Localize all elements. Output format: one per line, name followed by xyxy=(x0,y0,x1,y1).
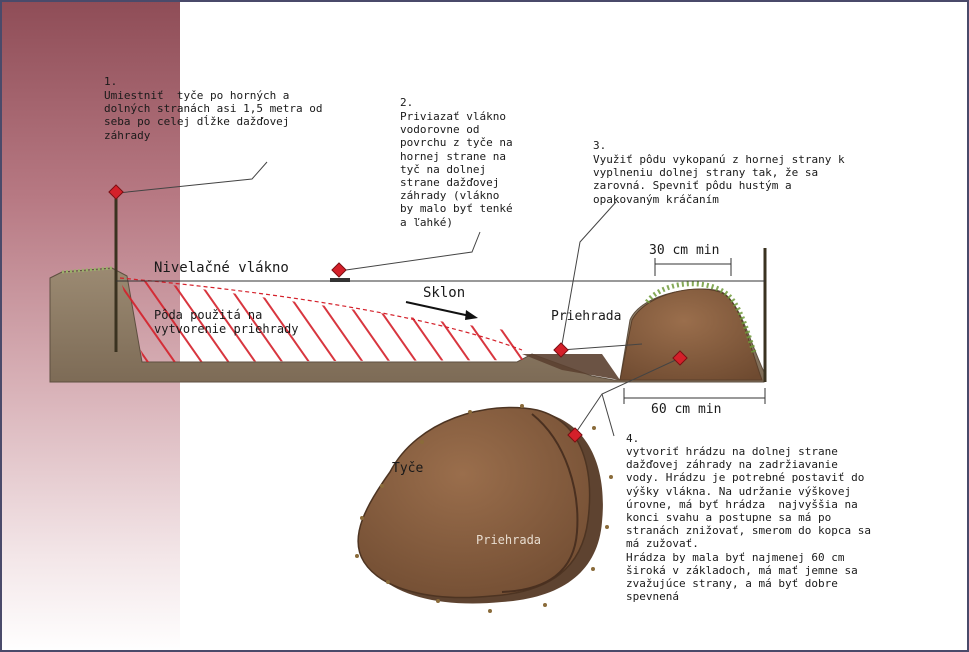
leader-4b xyxy=(601,393,615,437)
plan-stake-dots xyxy=(355,404,613,613)
step-3-text: Využiť pôdu vykopanú z hornej strany k v… xyxy=(593,153,845,206)
width-top-label: 30 cm min xyxy=(649,243,720,258)
slope-arrow xyxy=(405,301,471,317)
width-base-label: 60 cm min xyxy=(651,402,722,417)
slope-label: Sklon xyxy=(423,285,466,301)
step-1-text: Umiestniť tyče po horných a dolných stra… xyxy=(104,89,323,142)
grass-left xyxy=(61,266,113,274)
berm-side-label: Priehrada xyxy=(551,309,622,324)
soil-used-label: Pôda použitá na vytvorenie priehrady xyxy=(154,308,299,336)
step-1-number: 1. xyxy=(104,75,118,88)
string-tag xyxy=(330,278,350,282)
step-2-number: 2. xyxy=(400,96,414,109)
berm-section xyxy=(619,288,763,381)
step-3-number: 3. xyxy=(593,139,607,152)
berm-plan xyxy=(357,406,591,599)
berm-plan-label: Priehrada xyxy=(476,533,542,547)
step-4-number: 4. xyxy=(626,432,640,445)
leader-2 xyxy=(338,231,481,272)
leader-3 xyxy=(560,201,617,351)
stakes-label: Tyče xyxy=(392,461,424,476)
leader-3b xyxy=(560,343,643,351)
step-4-text: vytvoriť hrádzu na dolnej strane dažďove… xyxy=(626,445,872,604)
markers xyxy=(108,184,688,443)
excavated-soil-area xyxy=(120,278,542,362)
step-2-text: Priviazať vlákno vodorovne od povrchu z … xyxy=(400,110,513,229)
leader-1 xyxy=(117,161,268,194)
level-string-label: Nivelačné vlákno xyxy=(154,260,289,276)
ponding-zone xyxy=(522,354,620,380)
